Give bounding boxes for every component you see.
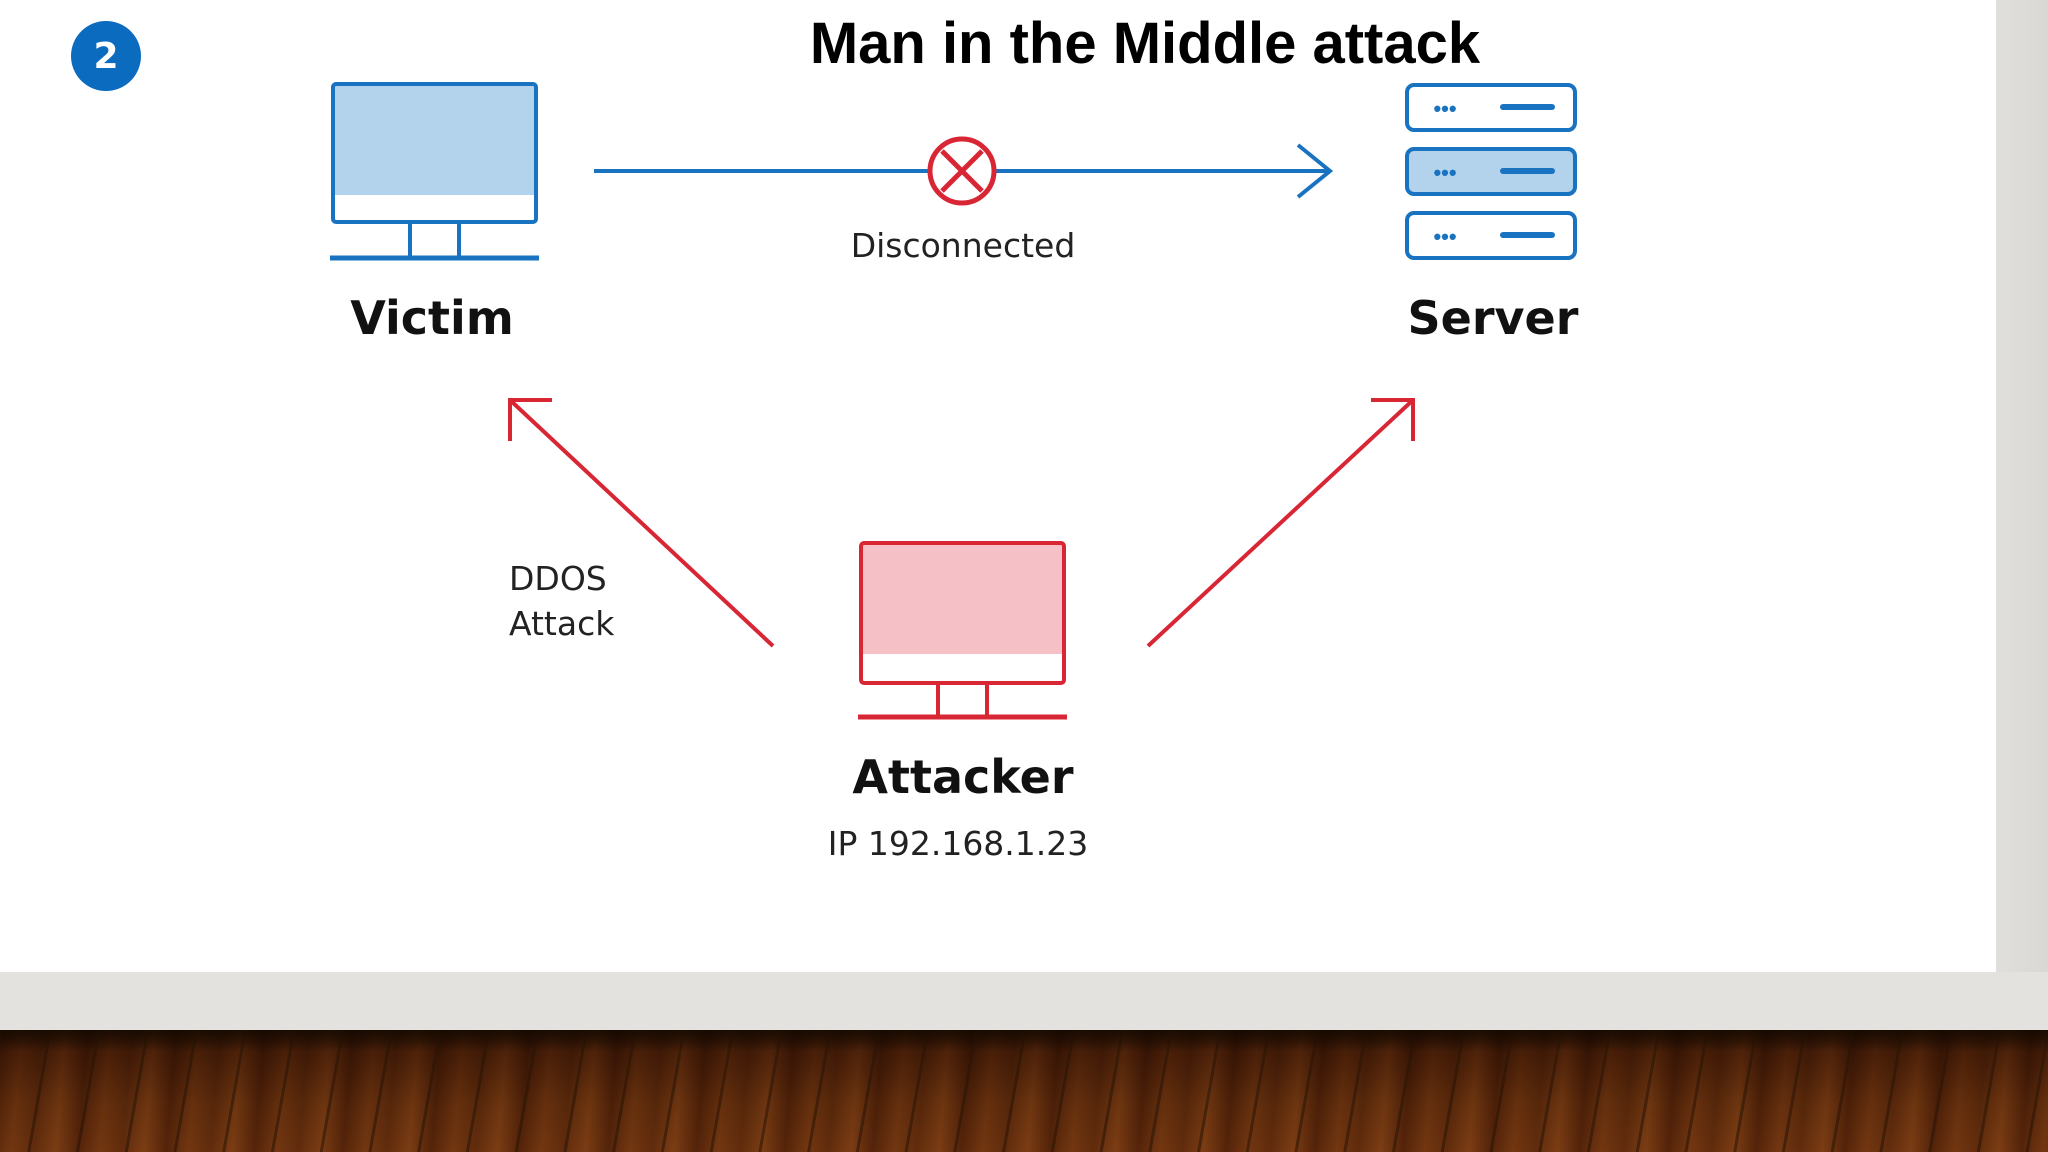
connection-status-label: Disconnected bbox=[851, 226, 1076, 265]
wooden-floor bbox=[0, 1030, 2048, 1152]
server-rack-dots-1: ••• bbox=[1433, 96, 1456, 121]
server-label: Server bbox=[1408, 291, 1579, 345]
step-number-badge: 2 bbox=[71, 21, 141, 91]
attacker-ip-label: IP 192.168.1.23 bbox=[828, 824, 1089, 863]
server-rack-dots-2: ••• bbox=[1433, 160, 1456, 185]
disconnected-icon bbox=[927, 136, 997, 206]
victim-computer-icon bbox=[330, 82, 539, 261]
slide-title: Man in the Middle attack bbox=[809, 11, 1481, 76]
server-icon bbox=[1405, 83, 1577, 260]
floor-shadow bbox=[0, 1030, 2048, 1050]
victim-label: Victim bbox=[350, 291, 514, 345]
attack-label-line1: DDOS bbox=[509, 559, 607, 598]
attack-arrow-to-server bbox=[1146, 398, 1415, 648]
attacker-computer-icon bbox=[858, 541, 1067, 720]
attack-arrow-to-victim bbox=[508, 398, 775, 648]
wall-baseboard bbox=[0, 972, 2048, 1030]
mitm-diagram: Victim Disconnected ••• ••• ••• Server D… bbox=[330, 82, 1579, 863]
wall-background bbox=[1996, 0, 2048, 1030]
attack-label-line2: Attack bbox=[509, 604, 615, 643]
server-rack-dots-3: ••• bbox=[1433, 224, 1456, 249]
attacker-label: Attacker bbox=[852, 750, 1073, 804]
